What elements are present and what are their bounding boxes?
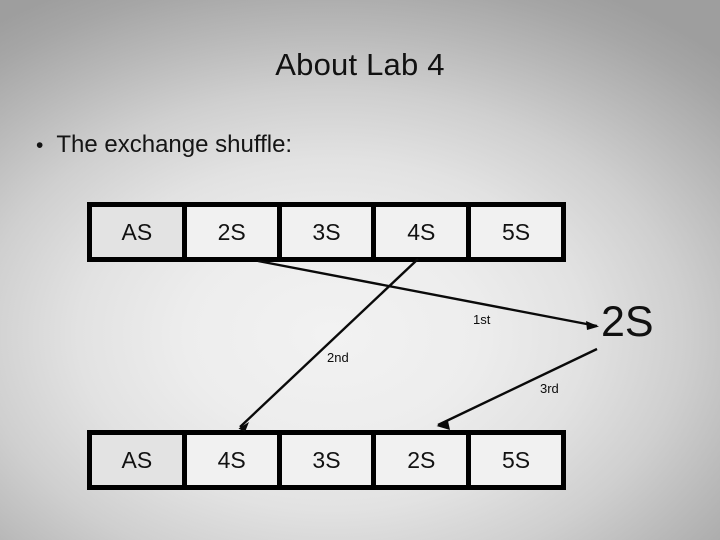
step-label-2nd: 2nd [327, 350, 349, 365]
card-label: 3S [312, 218, 341, 245]
arrow-3rd [437, 347, 598, 427]
arrow-1st-head [586, 321, 599, 330]
card-after-1: AS [92, 435, 182, 485]
card-before-5: 5S [466, 207, 561, 257]
held-card-label: 2S [601, 298, 654, 346]
card-label: AS [121, 446, 153, 473]
card-label: 4S [407, 218, 436, 245]
deck-after-row: AS 4S 3S 2S 5S [87, 430, 566, 490]
step-label-1st: 1st [473, 312, 491, 327]
deck-before-row: AS 2S 3S 4S 5S [87, 202, 566, 262]
bullet-dot-icon: • [36, 134, 44, 157]
page-title: About Lab 4 [275, 47, 445, 82]
bullet-item-label: The exchange shuffle: [56, 131, 293, 158]
card-after-2: 4S [181, 435, 277, 485]
arrow-2nd [239, 258, 419, 428]
card-label: 3S [312, 446, 341, 473]
card-label: AS [121, 218, 153, 245]
card-before-1: AS [92, 207, 182, 257]
step-label-3rd: 3rd [540, 381, 559, 396]
card-after-3: 3S [276, 435, 372, 485]
card-label: 2S [407, 446, 436, 473]
card-label: 4S [217, 446, 246, 473]
card-label: 5S [502, 218, 531, 245]
card-after-5: 5S [466, 435, 561, 485]
card-after-4: 2S [371, 435, 467, 485]
bullet-item: • The exchange shuffle: [36, 131, 293, 158]
card-before-4: 4S [371, 207, 467, 257]
card-before-2: 2S [181, 207, 277, 257]
card-before-3: 3S [276, 207, 372, 257]
arrow-3rd-head [436, 421, 450, 430]
card-label: 5S [502, 446, 531, 473]
card-label: 2S [217, 218, 246, 245]
arrow-1st [257, 259, 598, 328]
